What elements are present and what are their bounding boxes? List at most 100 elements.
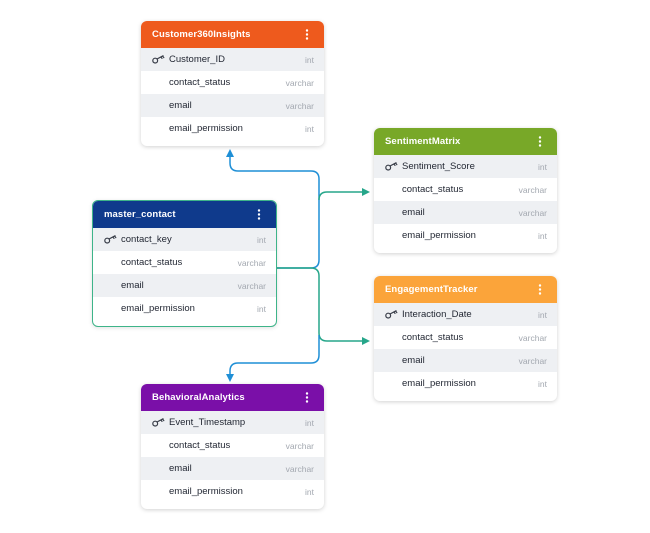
table-header[interactable]: master_contact bbox=[93, 201, 276, 228]
field-icon-slot bbox=[104, 303, 121, 315]
more-options-icon[interactable] bbox=[300, 28, 314, 42]
field-name: email bbox=[169, 100, 192, 111]
field-name: contact_key bbox=[121, 234, 172, 245]
field-type: int bbox=[538, 230, 547, 241]
field-row[interactable]: email_permission int bbox=[93, 297, 276, 320]
table-header[interactable]: Customer360Insights bbox=[141, 21, 324, 48]
field-row[interactable]: email varchar bbox=[93, 274, 276, 297]
card-footer bbox=[93, 320, 276, 326]
field-name: contact_status bbox=[121, 257, 183, 268]
table-header[interactable]: EngagementTracker bbox=[374, 276, 557, 303]
field-name: Event_Timestamp bbox=[169, 417, 246, 428]
field-name: email_permission bbox=[402, 378, 476, 389]
field-type: varchar bbox=[285, 440, 314, 451]
field-type: int bbox=[538, 161, 547, 172]
connector-master-to-engagement[interactable] bbox=[275, 267, 370, 345]
field-name: contact_status bbox=[402, 184, 464, 195]
connector-master-to-sentiment[interactable] bbox=[318, 188, 370, 201]
primary-key-icon bbox=[385, 161, 402, 173]
field-type: int bbox=[305, 54, 314, 65]
field-type: varchar bbox=[237, 280, 266, 291]
field-name: contact_status bbox=[402, 332, 464, 343]
field-name: Sentiment_Score bbox=[402, 161, 475, 172]
primary-key-icon bbox=[104, 234, 121, 246]
field-icon-slot bbox=[385, 332, 402, 344]
primary-key-icon bbox=[152, 54, 169, 66]
field-icon-slot bbox=[152, 440, 169, 452]
field-name: email bbox=[402, 207, 425, 218]
field-row[interactable]: contact_status varchar bbox=[374, 178, 557, 201]
connector-master-to-behavioral[interactable] bbox=[226, 335, 320, 382]
primary-key-field-row[interactable]: Sentiment_Score int bbox=[374, 155, 557, 178]
more-options-icon[interactable] bbox=[533, 135, 547, 149]
field-name: email_permission bbox=[121, 303, 195, 314]
field-type: int bbox=[305, 417, 314, 428]
table-header[interactable]: SentimentMatrix bbox=[374, 128, 557, 155]
field-icon-slot bbox=[385, 184, 402, 196]
field-row[interactable]: email varchar bbox=[374, 349, 557, 372]
more-options-icon[interactable] bbox=[252, 208, 266, 222]
field-name: email bbox=[169, 463, 192, 474]
card-footer bbox=[141, 503, 324, 509]
table-title: BehavioralAnalytics bbox=[152, 392, 245, 403]
field-name: Interaction_Date bbox=[402, 309, 472, 320]
field-type: int bbox=[305, 486, 314, 497]
more-options-icon[interactable] bbox=[533, 283, 547, 297]
table-header[interactable]: BehavioralAnalytics bbox=[141, 384, 324, 411]
primary-key-icon bbox=[152, 417, 169, 429]
table-title: Customer360Insights bbox=[152, 29, 251, 40]
field-type: int bbox=[538, 309, 547, 320]
field-icon-slot bbox=[152, 100, 169, 112]
field-icon-slot bbox=[385, 230, 402, 242]
primary-key-field-row[interactable]: Interaction_Date int bbox=[374, 303, 557, 326]
field-type: varchar bbox=[518, 355, 547, 366]
field-icon-slot bbox=[152, 123, 169, 135]
field-type: int bbox=[305, 123, 314, 134]
card-footer bbox=[141, 140, 324, 146]
card-footer bbox=[374, 395, 557, 401]
field-type: varchar bbox=[518, 184, 547, 195]
field-row[interactable]: email varchar bbox=[141, 457, 324, 480]
field-type: varchar bbox=[285, 463, 314, 474]
field-type: varchar bbox=[518, 332, 547, 343]
table-card-engagementtracker[interactable]: EngagementTracker Interaction_Date int con… bbox=[374, 276, 557, 401]
card-footer bbox=[374, 247, 557, 253]
field-icon-slot bbox=[152, 77, 169, 89]
field-icon-slot bbox=[385, 207, 402, 219]
more-options-icon[interactable] bbox=[300, 391, 314, 405]
field-type: varchar bbox=[285, 100, 314, 111]
field-name: contact_status bbox=[169, 77, 231, 88]
field-row[interactable]: contact_status varchar bbox=[374, 326, 557, 349]
field-type: int bbox=[257, 303, 266, 314]
field-row[interactable]: contact_status varchar bbox=[93, 251, 276, 274]
field-row[interactable]: email_permission int bbox=[141, 480, 324, 503]
field-icon-slot bbox=[104, 280, 121, 292]
field-name: email_permission bbox=[169, 486, 243, 497]
field-name: email bbox=[121, 280, 144, 291]
field-icon-slot bbox=[104, 257, 121, 269]
field-type: varchar bbox=[237, 257, 266, 268]
field-name: email bbox=[402, 355, 425, 366]
field-row[interactable]: email varchar bbox=[141, 94, 324, 117]
primary-key-icon bbox=[385, 309, 402, 321]
field-icon-slot bbox=[152, 486, 169, 498]
primary-key-field-row[interactable]: Event_Timestamp int bbox=[141, 411, 324, 434]
